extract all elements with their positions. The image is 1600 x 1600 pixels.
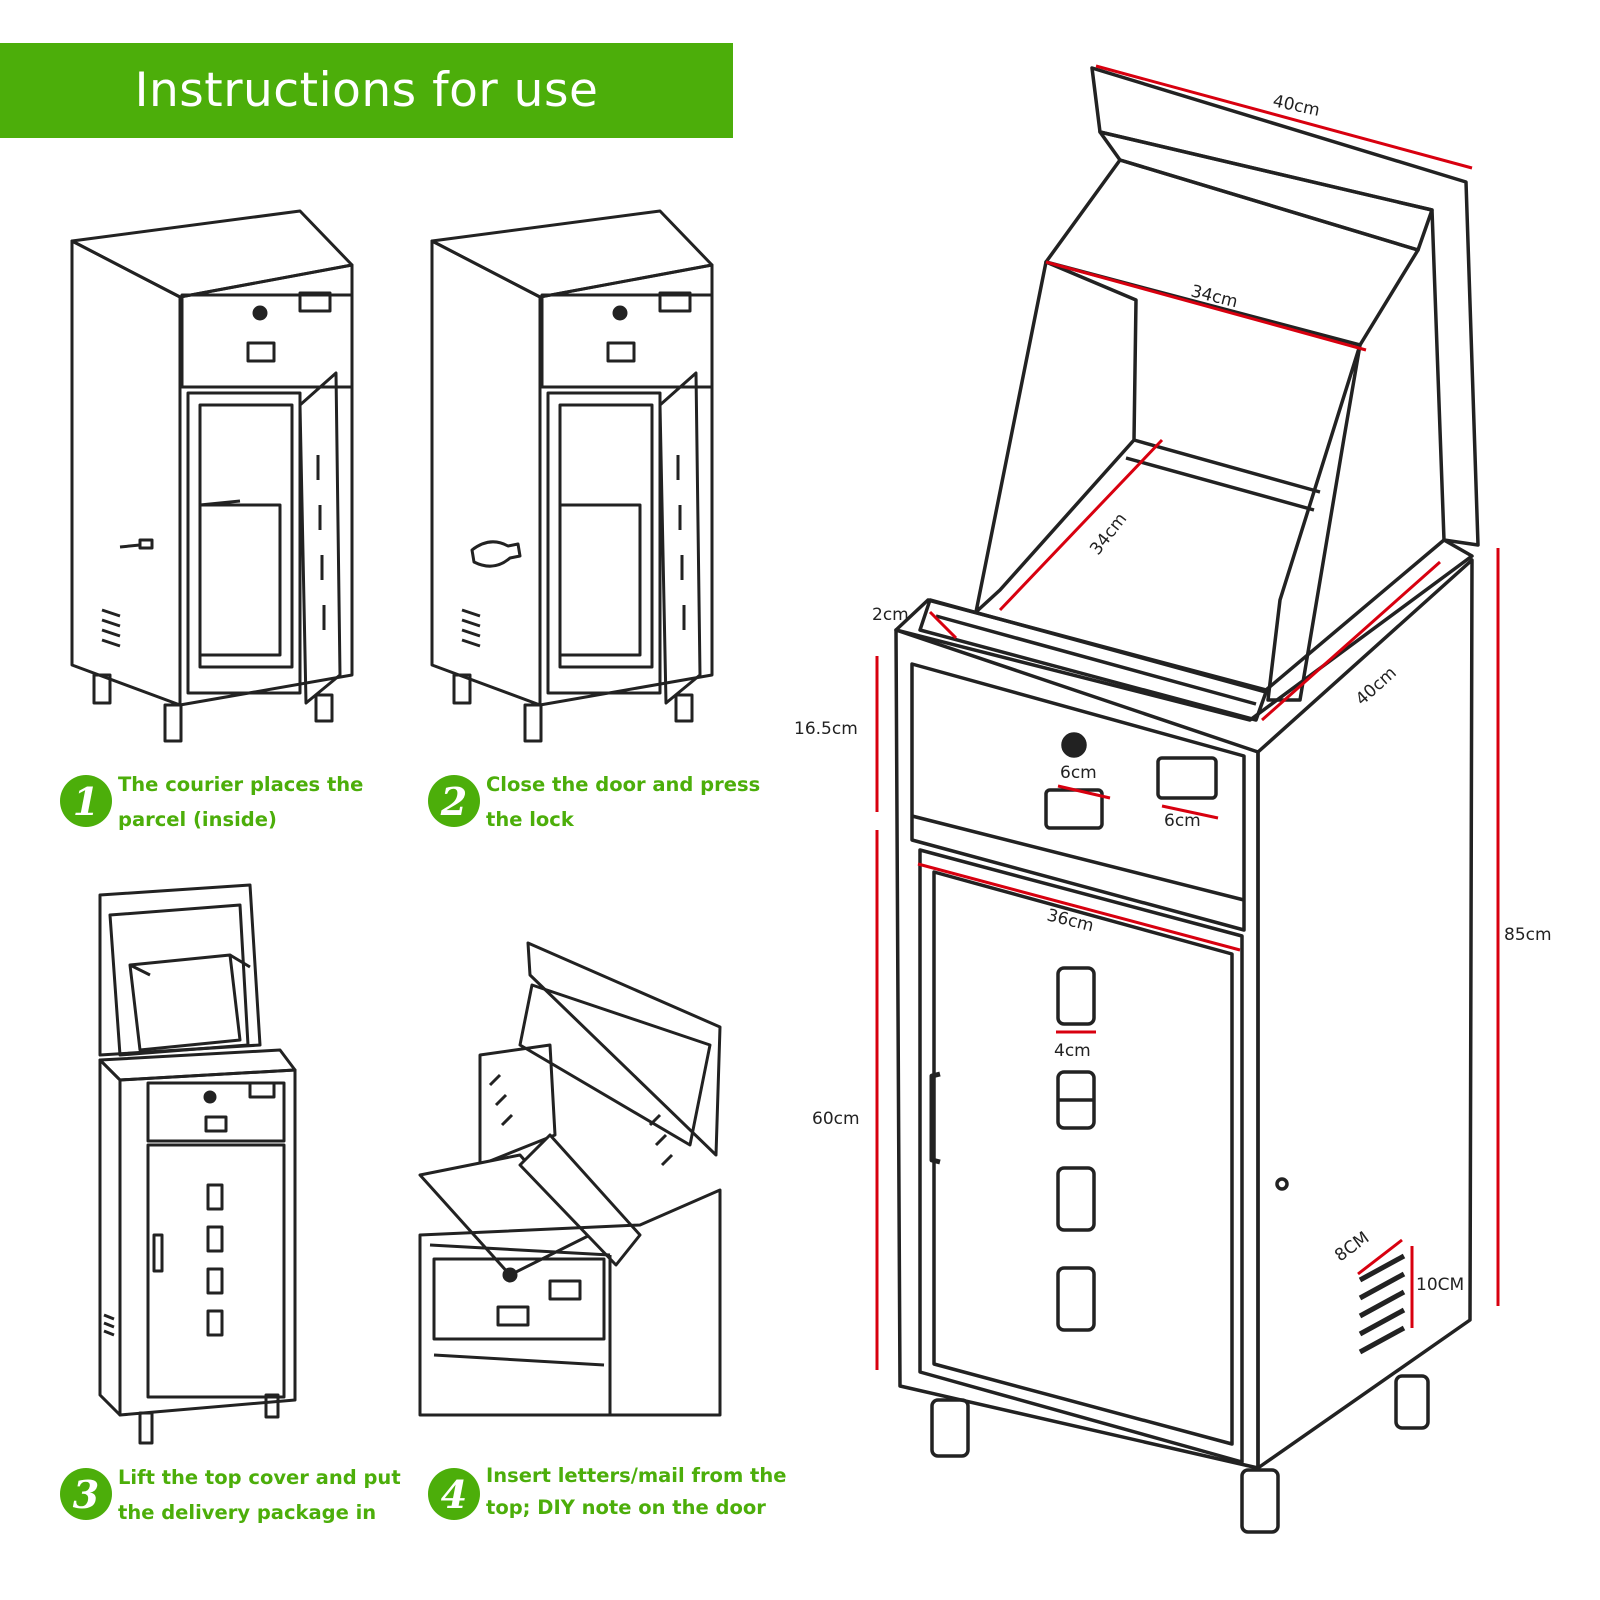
dim-chute-depth: 34cm bbox=[1086, 509, 1131, 559]
step-2-text-line1: Close the door and press bbox=[486, 773, 761, 796]
step-4-text-line2: top; DIY note on the door bbox=[486, 1496, 766, 1519]
step-2-badge: 2 bbox=[428, 775, 480, 827]
dim-side-depth: 40cm bbox=[1352, 663, 1401, 710]
step-2-illustration bbox=[430, 209, 714, 743]
title-banner: Instructions for use bbox=[0, 43, 733, 138]
dim-door-height: 60cm bbox=[812, 1109, 860, 1129]
dim-label-slot: 6cm bbox=[1164, 811, 1201, 831]
step-4-illustration bbox=[418, 941, 722, 1417]
dim-lock-hole: 6cm bbox=[1060, 763, 1097, 783]
dimension-lines bbox=[875, 64, 1500, 1370]
step-3-illustration bbox=[98, 883, 297, 1445]
step-4-caption: 4 Insert letters/mail from the top; DIY … bbox=[428, 1464, 787, 1524]
step-3-text-line1: Lift the top cover and put bbox=[118, 1466, 401, 1489]
cabinet-outline bbox=[894, 66, 1480, 1534]
step-1-illustration bbox=[70, 209, 354, 743]
dim-side-vent-width: 8CM bbox=[1331, 1228, 1373, 1266]
step-3-caption: 3 Lift the top cover and put the deliver… bbox=[60, 1466, 401, 1530]
dim-lip: 2cm bbox=[872, 605, 909, 625]
dim-total-height: 85cm bbox=[1504, 925, 1552, 945]
step-3-text-line2: the delivery package in bbox=[118, 1501, 377, 1524]
step-2-caption: 2 Close the door and press the lock bbox=[428, 773, 760, 837]
step-4-badge: 4 bbox=[428, 1468, 480, 1520]
banner-title: Instructions for use bbox=[134, 63, 599, 118]
step-1-text-line1: The courier places the bbox=[118, 773, 364, 796]
step-2-text-line2: the lock bbox=[486, 808, 574, 831]
step-1-caption: 1 The courier places the parcel (inside) bbox=[60, 773, 363, 837]
step-4-text-line1: Insert letters/mail from the bbox=[486, 1464, 787, 1487]
dim-door-vent: 4cm bbox=[1054, 1041, 1091, 1061]
step-3-badge: 3 bbox=[60, 1468, 112, 1520]
step-1-text-line2: parcel (inside) bbox=[118, 808, 277, 831]
dim-side-vent-height: 10CM bbox=[1416, 1275, 1464, 1295]
dim-drawer-height: 16.5cm bbox=[794, 719, 858, 739]
step-1-badge: 1 bbox=[60, 775, 112, 827]
